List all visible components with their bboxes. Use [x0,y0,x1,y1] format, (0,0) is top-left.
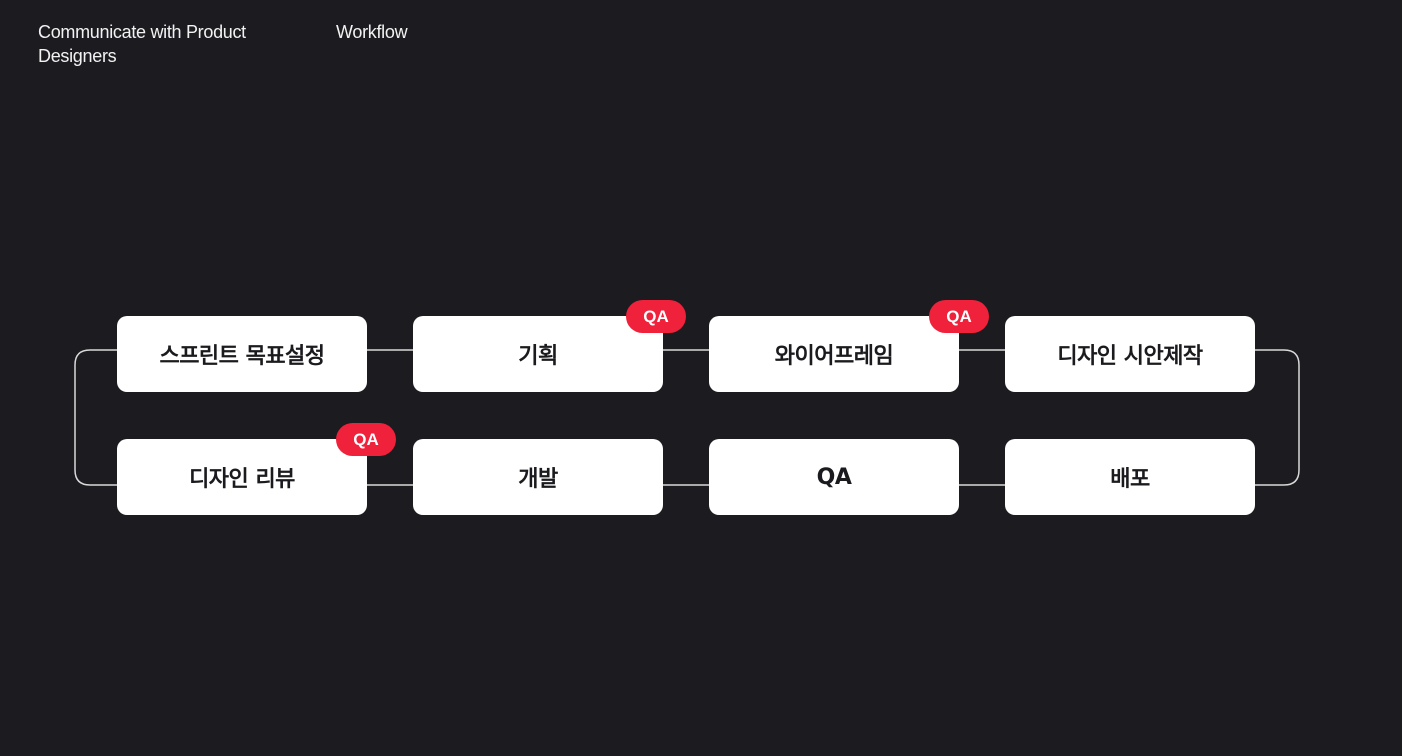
qa-badge-planning: QA [626,300,686,333]
step-design-review: 디자인 리뷰 [117,439,367,515]
qa-badge-wireframe: QA [929,300,989,333]
step-deploy: 배포 [1005,439,1255,515]
step-planning: 기획 [413,316,663,392]
step-sprint-goal: 스프린트 목표설정 [117,316,367,392]
step-development: 개발 [413,439,663,515]
step-wireframe: 와이어프레임 [709,316,959,392]
step-design-draft: 디자인 시안제작 [1005,316,1255,392]
step-qa: QA [709,439,959,515]
presentation-title: Communicate with Product Designers [38,22,246,66]
qa-badge-design-review: QA [336,423,396,456]
section-label: Workflow [336,22,408,42]
